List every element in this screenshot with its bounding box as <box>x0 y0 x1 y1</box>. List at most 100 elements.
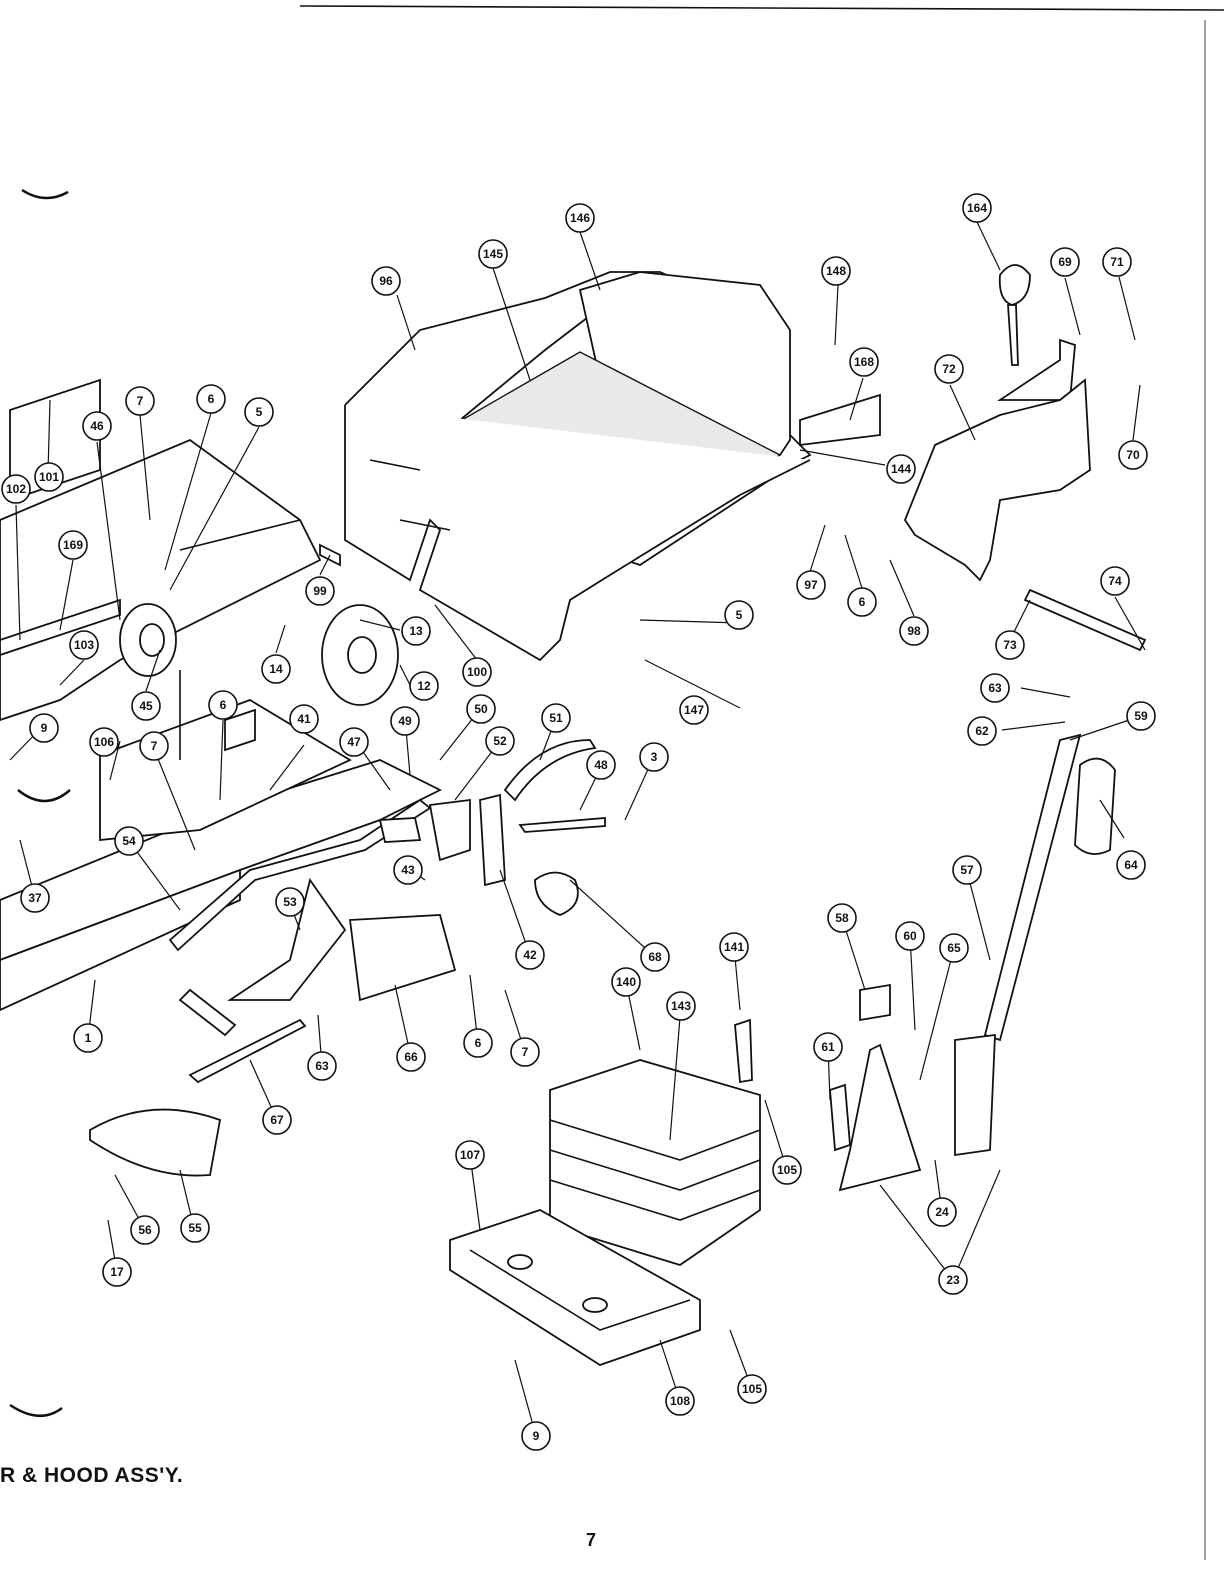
svg-text:59: 59 <box>1134 709 1148 723</box>
svg-text:72: 72 <box>942 362 956 376</box>
svg-text:102: 102 <box>6 482 26 496</box>
callout-66: 66 <box>397 1043 425 1071</box>
svg-text:24: 24 <box>935 1205 949 1219</box>
callout-169: 169 <box>59 531 87 559</box>
callout-102: 102 <box>2 475 30 503</box>
callout-143: 143 <box>667 992 695 1020</box>
svg-text:71: 71 <box>1110 255 1124 269</box>
svg-text:63: 63 <box>315 1059 329 1073</box>
svg-text:164: 164 <box>967 201 987 215</box>
callout-13: 13 <box>402 617 430 645</box>
callout-6d: 6 <box>464 1029 492 1057</box>
callout-5: 5 <box>245 398 273 426</box>
callout-107: 107 <box>456 1141 484 1169</box>
callout-65: 65 <box>940 934 968 962</box>
callout-145: 145 <box>479 240 507 268</box>
svg-text:45: 45 <box>139 699 153 713</box>
svg-text:9: 9 <box>533 1429 540 1443</box>
callout-9b: 9 <box>522 1422 550 1450</box>
callout-58: 58 <box>828 904 856 932</box>
svg-text:47: 47 <box>347 735 361 749</box>
svg-text:62: 62 <box>975 724 989 738</box>
svg-text:105: 105 <box>777 1163 797 1177</box>
svg-text:46: 46 <box>90 419 104 433</box>
svg-text:147: 147 <box>684 703 704 717</box>
svg-text:101: 101 <box>39 470 59 484</box>
svg-text:17: 17 <box>110 1265 124 1279</box>
callout-23: 23 <box>939 1266 967 1294</box>
svg-text:5: 5 <box>736 608 743 622</box>
svg-text:57: 57 <box>960 863 974 877</box>
callout-62: 62 <box>968 717 996 745</box>
svg-text:145: 145 <box>483 247 503 261</box>
svg-text:103: 103 <box>74 638 94 652</box>
callout-61: 61 <box>814 1033 842 1061</box>
callout-5b: 5 <box>725 601 753 629</box>
svg-text:41: 41 <box>297 712 311 726</box>
callout-63b: 63 <box>308 1052 336 1080</box>
svg-text:9: 9 <box>41 721 48 735</box>
svg-text:108: 108 <box>670 1394 690 1408</box>
callout-164: 164 <box>963 194 991 222</box>
svg-text:42: 42 <box>523 948 537 962</box>
svg-text:100: 100 <box>467 665 487 679</box>
callout-7: 7 <box>126 387 154 415</box>
callout-100: 100 <box>463 658 491 686</box>
callout-50: 50 <box>467 695 495 723</box>
callout-41: 41 <box>290 705 318 733</box>
callout-55: 55 <box>181 1214 209 1242</box>
callout-71: 71 <box>1103 248 1131 276</box>
svg-text:50: 50 <box>474 702 488 716</box>
svg-text:55: 55 <box>188 1221 202 1235</box>
svg-text:7: 7 <box>522 1045 529 1059</box>
battery-assembly <box>450 1020 760 1365</box>
callout-105b: 105 <box>738 1375 766 1403</box>
callout-48: 48 <box>587 751 615 779</box>
callout-140: 140 <box>612 968 640 996</box>
svg-text:60: 60 <box>903 929 917 943</box>
callout-24: 24 <box>928 1198 956 1226</box>
callout-108: 108 <box>666 1387 694 1415</box>
callout-42: 42 <box>516 941 544 969</box>
callout-67: 67 <box>263 1106 291 1134</box>
svg-text:53: 53 <box>283 895 297 909</box>
svg-text:69: 69 <box>1058 255 1072 269</box>
callout-98: 98 <box>900 617 928 645</box>
svg-text:73: 73 <box>1003 638 1017 652</box>
callout-56: 56 <box>131 1216 159 1244</box>
svg-text:66: 66 <box>404 1050 418 1064</box>
callout-37: 37 <box>21 884 49 912</box>
callout-45: 45 <box>132 692 160 720</box>
seat-hood-assembly <box>345 272 880 660</box>
svg-text:48: 48 <box>594 758 608 772</box>
svg-text:49: 49 <box>398 714 412 728</box>
callout-46: 46 <box>83 412 111 440</box>
svg-text:6: 6 <box>859 595 866 609</box>
svg-text:98: 98 <box>907 624 921 638</box>
svg-text:6: 6 <box>475 1036 482 1050</box>
callout-17: 17 <box>103 1258 131 1286</box>
svg-text:64: 64 <box>1124 858 1138 872</box>
callout-14: 14 <box>262 655 290 683</box>
callout-168: 168 <box>850 348 878 376</box>
callout-12: 12 <box>410 672 438 700</box>
svg-text:96: 96 <box>379 274 393 288</box>
svg-text:12: 12 <box>417 679 431 693</box>
svg-text:65: 65 <box>947 941 961 955</box>
callout-97: 97 <box>797 571 825 599</box>
callout-59: 59 <box>1127 702 1155 730</box>
svg-text:13: 13 <box>409 624 423 638</box>
svg-text:67: 67 <box>270 1113 284 1127</box>
svg-text:106: 106 <box>94 735 114 749</box>
svg-text:68: 68 <box>648 950 662 964</box>
callout-148: 148 <box>822 257 850 285</box>
svg-text:3: 3 <box>651 750 658 764</box>
callout-144: 144 <box>887 455 915 483</box>
svg-text:37: 37 <box>28 891 42 905</box>
svg-text:7: 7 <box>151 739 158 753</box>
svg-text:70: 70 <box>1126 448 1140 462</box>
svg-text:63: 63 <box>988 681 1002 695</box>
callout-72: 72 <box>935 355 963 383</box>
svg-text:6: 6 <box>208 392 215 406</box>
